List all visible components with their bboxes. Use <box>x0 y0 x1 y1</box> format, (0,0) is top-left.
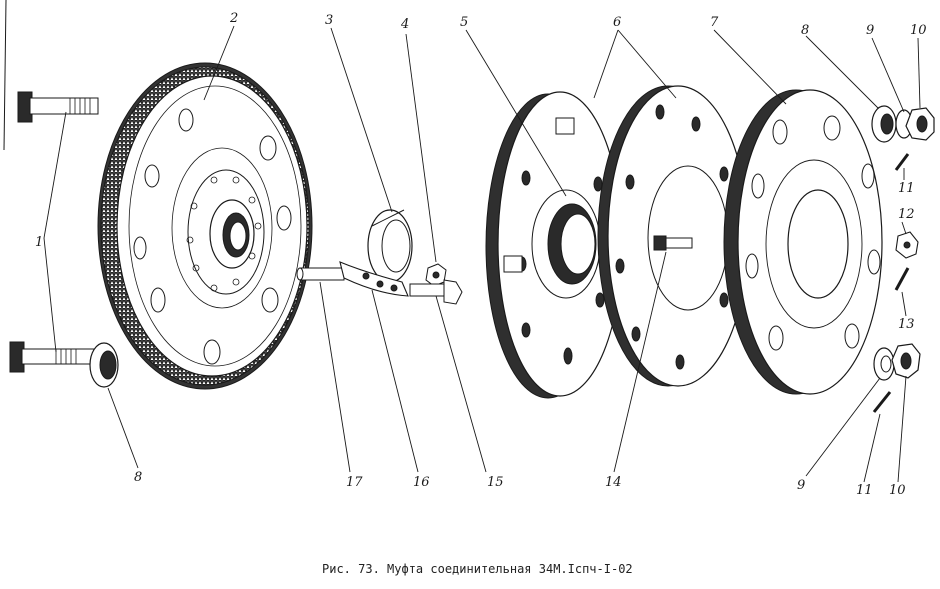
castle-nut-lower-right <box>891 343 921 379</box>
callout-8-upper: 8 <box>801 23 810 38</box>
callout-5: 5 <box>460 15 469 30</box>
callout-1: 1 <box>35 235 44 250</box>
bolt-upper <box>17 91 99 123</box>
frame-edge-line <box>3 0 7 151</box>
small-bolt <box>409 279 463 305</box>
callout-16: 16 <box>413 475 430 490</box>
callout-6: 6 <box>613 15 622 30</box>
lock-plate <box>339 261 409 297</box>
figure-caption: Рис. 73. Муфта соединительная 34М.Iспч-I… <box>322 562 633 576</box>
cotter-pin-lower <box>872 391 892 413</box>
bolt-lower <box>9 341 95 373</box>
callout-11-lower: 11 <box>856 483 873 498</box>
half-coupling-disc-front <box>485 91 623 399</box>
elastic-disc <box>597 85 749 387</box>
castle-nut-middle-right <box>895 231 919 259</box>
castle-nut-upper-right <box>905 107 935 141</box>
spacer-ring-left <box>89 342 119 388</box>
callout-4: 4 <box>401 17 410 32</box>
callout-8-lower: 8 <box>134 470 143 485</box>
callout-10-lower: 10 <box>889 483 906 498</box>
callout-17: 17 <box>346 475 363 490</box>
flywheel-ring-gear <box>97 62 313 390</box>
callout-7: 7 <box>710 15 719 30</box>
cotter-pin-upper <box>894 153 910 171</box>
callout-10-upper: 10 <box>910 23 927 38</box>
small-nut <box>425 263 447 287</box>
leader-lines <box>43 25 921 483</box>
half-coupling-disc-rear <box>723 89 883 395</box>
bushing-ring <box>367 209 413 283</box>
callout-9-upper: 9 <box>866 23 875 38</box>
callout-2: 2 <box>230 11 239 26</box>
callout-9-lower: 9 <box>797 478 806 493</box>
callout-3: 3 <box>325 13 334 28</box>
cotter-pin-middle <box>894 267 910 291</box>
washer-lower-right <box>873 347 895 381</box>
pin <box>296 267 345 281</box>
stud <box>653 235 693 251</box>
callout-14: 14 <box>605 475 622 490</box>
callout-12: 12 <box>898 207 915 222</box>
spacer-ring-upper-right <box>871 105 897 143</box>
callout-11-upper: 11 <box>898 181 915 196</box>
callout-13: 13 <box>898 317 915 332</box>
callout-15: 15 <box>487 475 504 490</box>
